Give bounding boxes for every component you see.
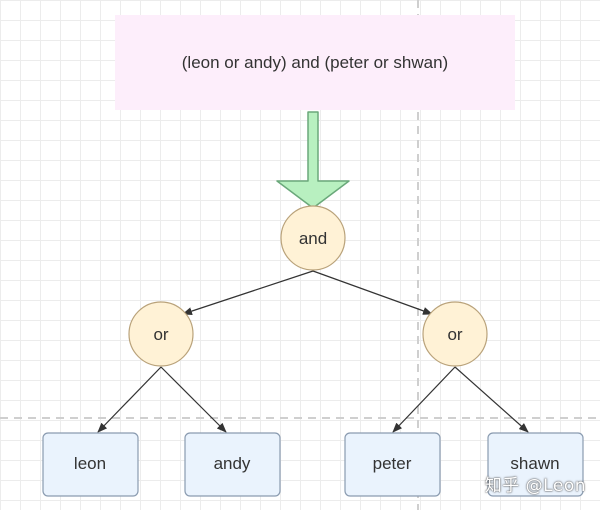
leaf-peter-label: peter — [373, 454, 412, 473]
leaf-shawn-node[interactable] — [487, 432, 584, 497]
edge-right-or-to-shawn — [454, 366, 529, 433]
edge-root-to-left-or — [182, 270, 314, 315]
watermark-text: 知乎 @Leon — [484, 476, 586, 496]
leaf-andy-node[interactable] — [184, 432, 281, 497]
leaf-andy-label: andy — [214, 454, 251, 473]
edge-left-or-to-andy — [160, 366, 227, 433]
expression-box[interactable] — [115, 15, 515, 110]
and-node[interactable] — [280, 205, 346, 271]
right-or-node[interactable] — [422, 301, 488, 367]
leaf-leon-node[interactable] — [42, 432, 139, 497]
down-arrow-icon — [276, 111, 350, 209]
leaf-peter-node[interactable] — [344, 432, 441, 497]
right-or-node-label: or — [447, 325, 462, 344]
left-or-node[interactable] — [128, 301, 194, 367]
edge-left-or-to-leon — [97, 366, 162, 433]
edge-root-to-right-or — [312, 270, 433, 315]
leaf-leon-label: leon — [74, 454, 106, 473]
expression-text: (leon or andy) and (peter or shwan) — [182, 53, 448, 72]
leaf-shawn-label: shawn — [510, 454, 559, 473]
left-or-node-label: or — [153, 325, 168, 344]
edge-right-or-to-peter — [392, 366, 456, 433]
and-node-label: and — [299, 229, 327, 248]
